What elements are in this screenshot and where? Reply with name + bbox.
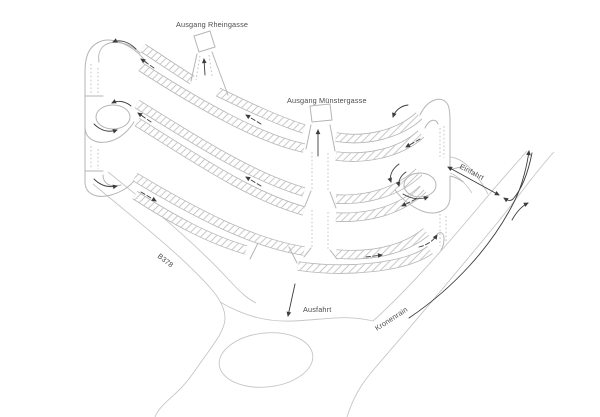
muenstergasse-corridor-dotted (311, 152, 329, 249)
einfahrt-arrow (447, 166, 500, 196)
label-kronenrain: Kronenrain (373, 305, 409, 333)
loop-arrow (395, 171, 407, 187)
loop-arrow (112, 38, 137, 50)
ausfahrt-down-arrow (286, 283, 296, 317)
aisle-arrow (140, 58, 155, 69)
loop-mid-right-spiral (403, 172, 437, 198)
loop-arrow (402, 193, 429, 201)
aisle-arrow (245, 114, 262, 125)
aisle-arrow (140, 191, 157, 202)
aisle-arrow (401, 198, 417, 207)
ausfahrt-corridor-edges (249, 242, 298, 264)
labels: Ausgang Rheingasse Ausgang Münstergasse … (156, 20, 486, 333)
kronenrain-upbound-arrow (408, 150, 531, 319)
rheingasse-corridor-edges (190, 51, 229, 96)
right-wall-dotted-upper (439, 126, 445, 158)
loop-bottom-left-inner (102, 174, 122, 187)
aisle-arrow (137, 112, 152, 123)
aisle-arrow (418, 234, 438, 248)
left-wall (84, 71, 104, 172)
aisle-arrow (365, 253, 383, 258)
parking-row-band (141, 48, 421, 157)
label-ausgang-muenstergasse: Ausgang Münstergasse (287, 96, 367, 105)
loop-top-right-outer (419, 98, 451, 159)
road-b378-inner-edge (107, 171, 257, 304)
loop-arrow (387, 163, 400, 183)
label-b378: B378 (156, 251, 175, 269)
ramp-loops (84, 39, 466, 251)
aisle-arrow (405, 138, 421, 148)
loop-top-left-inner (98, 41, 141, 63)
right-wall-dotted-lower (439, 214, 447, 246)
loop-mid-left-outer (84, 95, 135, 143)
loop-mid-left-spiral (95, 104, 131, 130)
label-ausfahrt: Ausfahrt (303, 305, 331, 314)
loop-arrow (93, 178, 118, 190)
label-einfahrt: Einfahrt (458, 162, 485, 182)
exit-ramp-curve (436, 232, 445, 251)
merge-arrow (511, 202, 529, 221)
exit-rheingasse (190, 30, 229, 96)
label-ausgang-rheingasse: Ausgang Rheingasse (176, 20, 248, 29)
exit-muenstergasse (303, 103, 338, 260)
road-kronenrain-right-edge (346, 151, 555, 417)
loop-arrow (392, 104, 409, 118)
road-b378-outer-edge (92, 183, 226, 417)
rheingasse-corridor-dotted (195, 54, 213, 81)
loop-top-right-inner (424, 119, 439, 129)
parking-rows (135, 48, 430, 269)
roundabout (218, 332, 314, 388)
traffic-arrows (93, 38, 533, 319)
loop-arrow (93, 123, 118, 134)
entrance-driveway-edge-lower (449, 172, 473, 194)
exit-ausfahrt (249, 242, 298, 317)
aisle-arrow (245, 176, 262, 187)
rheingasse-kiosk (193, 30, 216, 53)
kronenrain-to-entrance-arrow (503, 152, 533, 203)
rheingasse-up-arrow (201, 58, 207, 76)
left-wall-dotted (90, 64, 99, 169)
muenstergasse-corridor-edges (303, 124, 338, 260)
loop-arrow (111, 99, 132, 107)
loop-bottom-left-outer (84, 170, 135, 197)
loop-top-left-outer (84, 39, 148, 97)
muenstergasse-kiosk (309, 103, 333, 123)
